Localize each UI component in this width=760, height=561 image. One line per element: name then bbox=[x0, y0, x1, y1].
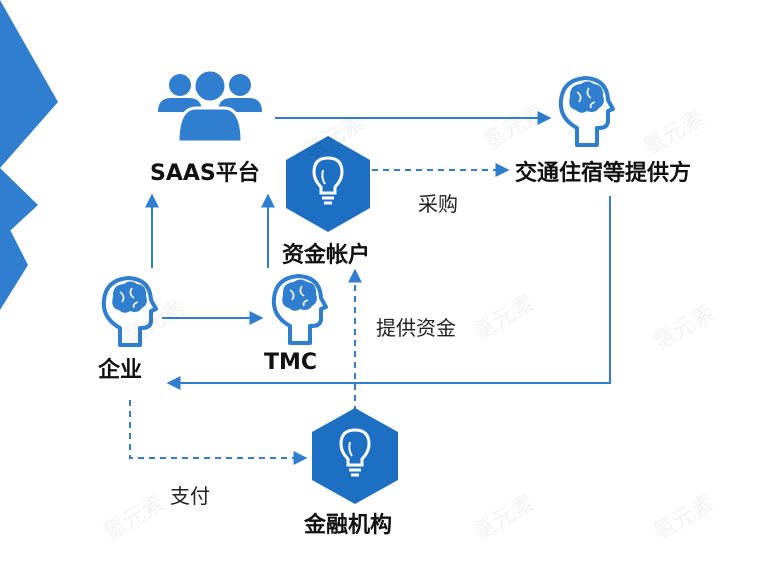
funding-label: 提供资金 bbox=[376, 316, 456, 340]
account-label: 资金帐户 bbox=[282, 243, 371, 268]
edge-enterprise-to-bank bbox=[129, 400, 308, 465]
solid-connectors bbox=[145, 111, 611, 390]
provider-head-brain-icon bbox=[558, 76, 615, 147]
bank-label: 金融机构 bbox=[304, 513, 393, 538]
account-hexagon bbox=[286, 136, 370, 232]
saas-label: SAAS平台 bbox=[150, 161, 260, 186]
payment-label: 支付 bbox=[170, 484, 210, 508]
edge-provider-to-enterprise bbox=[166, 196, 611, 390]
user-group-icon bbox=[158, 68, 262, 144]
dashed-connectors bbox=[129, 163, 510, 465]
bank-hexagon bbox=[312, 408, 398, 504]
provider-label: 交通住宿等提供方 bbox=[515, 161, 692, 186]
purchase-label: 采购 bbox=[418, 192, 458, 216]
tmc-head-brain-icon bbox=[271, 274, 328, 345]
tmc-label: TMC bbox=[264, 350, 318, 375]
left-chevron-decoration bbox=[0, 0, 58, 310]
enterprise-label: 企业 bbox=[98, 358, 143, 383]
